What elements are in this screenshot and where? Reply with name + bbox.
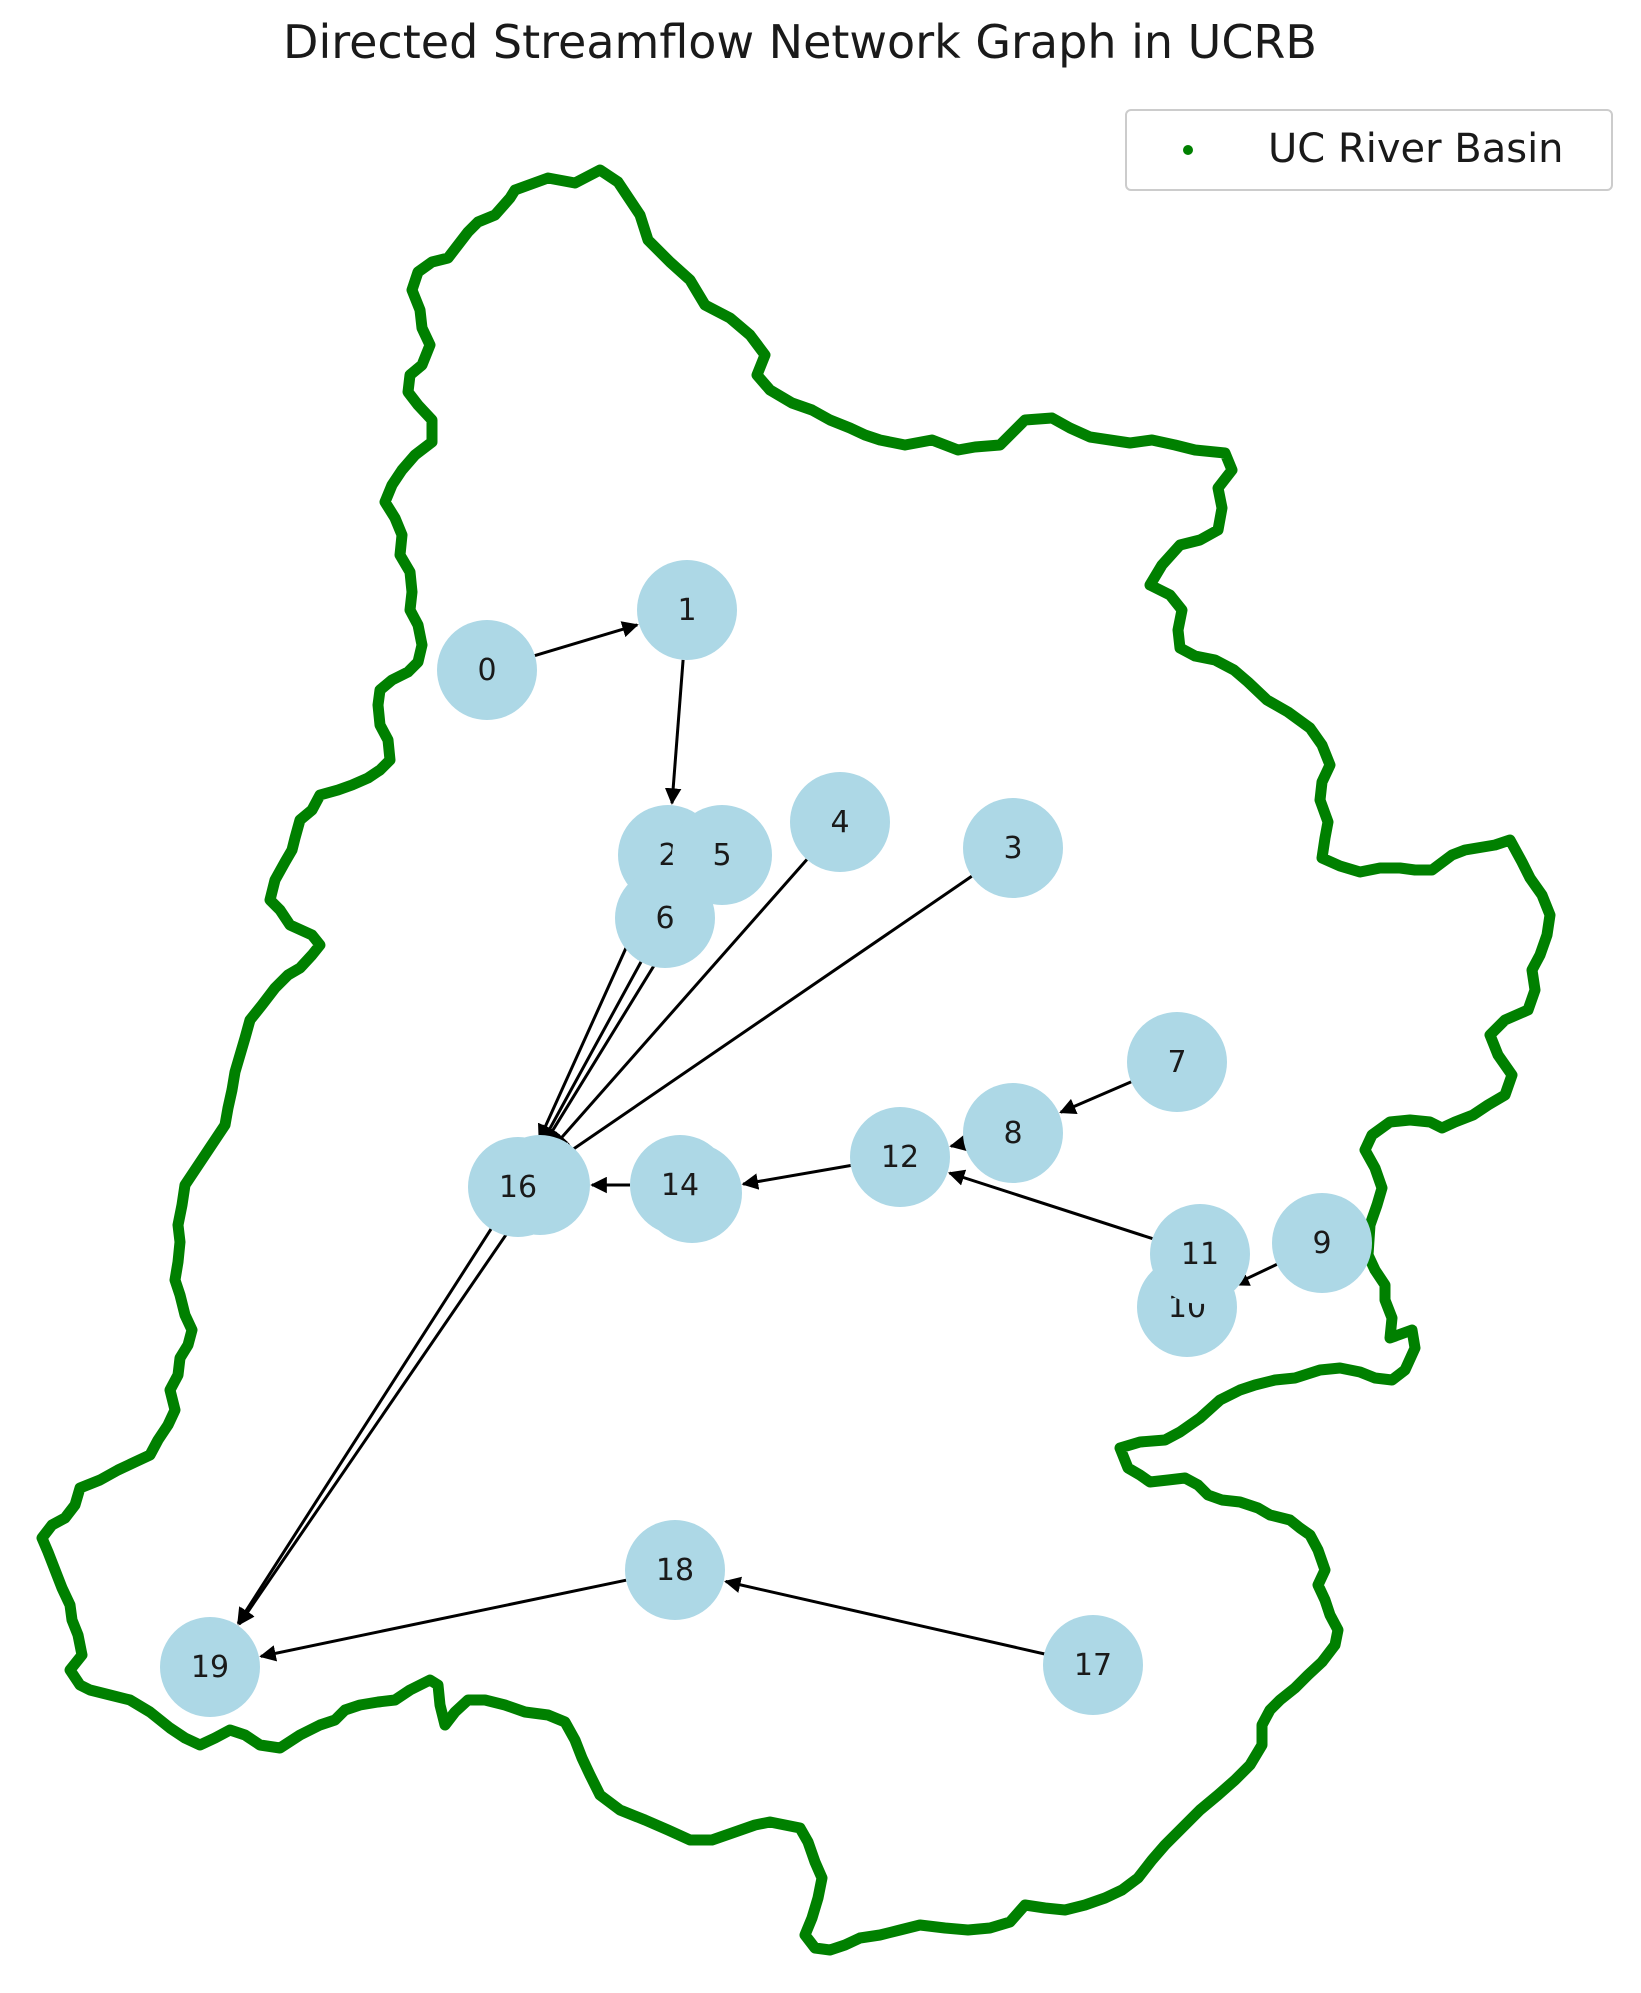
edge-16-to-19 (236, 1228, 493, 1625)
node-16: 16 (468, 1137, 568, 1237)
node-label-12: 12 (881, 1140, 919, 1175)
edge-8-to-12 (949, 1135, 968, 1152)
node-label-6: 6 (655, 901, 674, 936)
node-circle-16 (468, 1137, 568, 1237)
node-label-0: 0 (477, 653, 496, 688)
node-14: 14 (630, 1135, 730, 1235)
node-6: 6 (615, 868, 715, 968)
node-label-14: 14 (661, 1168, 699, 1203)
node-label-11: 11 (1181, 1237, 1219, 1272)
node-label-8: 8 (1003, 1116, 1022, 1151)
node-9: 9 (1272, 1193, 1372, 1293)
node-1: 1 (637, 560, 737, 660)
node-7: 7 (1127, 1012, 1227, 1112)
edge-15-to-19 (238, 1225, 514, 1626)
node-3: 3 (963, 798, 1063, 898)
node-circle-8 (963, 1083, 1063, 1183)
edge-4-to-16 (551, 858, 809, 1150)
node-12: 12 (850, 1107, 950, 1207)
node-label-9: 9 (1312, 1226, 1331, 1261)
node-label-4: 4 (830, 805, 849, 840)
node-circle-17 (1043, 1615, 1143, 1715)
edge-3-to-16 (559, 875, 973, 1159)
edge-17-to-18 (724, 1576, 1045, 1656)
node-8: 8 (963, 1083, 1063, 1183)
edges (236, 621, 1278, 1662)
node-label-1: 1 (677, 593, 696, 628)
node-circle-0 (437, 620, 537, 720)
node-label-19: 19 (191, 1650, 229, 1685)
legend-label: UC River Basin (1268, 126, 1564, 172)
node-label-16: 16 (499, 1170, 537, 1205)
node-0: 0 (437, 620, 537, 720)
node-label-18: 18 (656, 1553, 694, 1588)
node-circle-3 (963, 798, 1063, 898)
node-circle-19 (160, 1617, 260, 1717)
edge-12-to-13 (741, 1164, 851, 1190)
node-label-7: 7 (1167, 1045, 1186, 1080)
node-circle-11 (1150, 1204, 1250, 1304)
chart-title: Directed Streamflow Network Graph in UCR… (283, 15, 1317, 69)
node-4: 4 (790, 772, 890, 872)
node-circle-1 (637, 560, 737, 660)
node-17: 17 (1043, 1615, 1143, 1715)
node-circle-14 (630, 1135, 730, 1235)
legend: UC River Basin (1125, 109, 1613, 191)
edge-7-to-8 (1059, 1080, 1132, 1114)
node-label-17: 17 (1074, 1648, 1112, 1683)
edge-0-to-1 (534, 621, 639, 658)
node-label-3: 3 (1003, 831, 1022, 866)
node-circle-12 (850, 1107, 950, 1207)
node-circle-9 (1272, 1193, 1372, 1293)
basin-outline (36, 164, 1556, 1956)
nodes: 012345678910111213141516171819 (160, 560, 1372, 1717)
node-circle-18 (625, 1520, 725, 1620)
legend-frame (1125, 109, 1613, 191)
node-circle-4 (790, 772, 890, 872)
node-19: 19 (160, 1617, 260, 1717)
edge-18-to-19 (259, 1578, 627, 1662)
node-circle-7 (1127, 1012, 1227, 1112)
legend-marker (1183, 145, 1193, 155)
node-11: 11 (1150, 1204, 1250, 1304)
edge-6-to-16 (541, 961, 643, 1143)
node-18: 18 (625, 1520, 725, 1620)
node-circle-6 (615, 868, 715, 968)
edge-11-to-12 (947, 1169, 1153, 1241)
node-label-5: 5 (712, 838, 731, 873)
edge-1-to-2 (664, 659, 685, 805)
